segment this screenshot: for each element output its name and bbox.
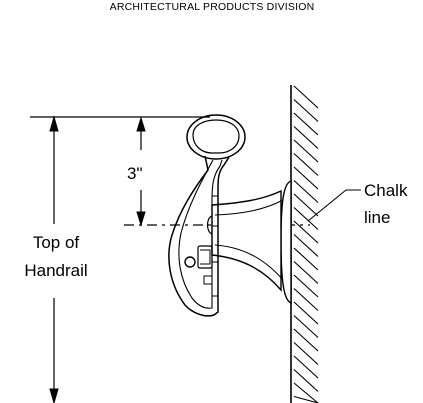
chalk-line-leader xyxy=(307,189,361,222)
top-of-label-line1: Top of xyxy=(33,233,80,252)
arrowhead-up-icon xyxy=(49,115,59,132)
arrowhead-up-icon xyxy=(136,116,146,132)
wall-hatch-line xyxy=(293,261,319,284)
chalk-label-line2: line xyxy=(364,208,390,227)
handrail-profile xyxy=(168,114,246,317)
wall-hatch-line xyxy=(293,342,319,365)
wall-hatch-line xyxy=(293,193,319,217)
wall-hatch-line xyxy=(293,382,319,403)
rail-channel-ticks xyxy=(212,195,218,297)
fastener-housing xyxy=(197,245,213,269)
wall-hatch-line xyxy=(293,220,319,244)
chalk-label-line1: Chalk xyxy=(364,181,408,200)
wall-hatch-line xyxy=(293,180,319,203)
wall-bracket xyxy=(211,180,292,305)
wall-hatch-line xyxy=(293,301,319,325)
wall-hatch-line xyxy=(293,166,319,190)
rail-body-inner xyxy=(178,159,223,309)
wall xyxy=(290,85,319,403)
wall-hatch-line xyxy=(293,126,319,149)
wall-hatch-line xyxy=(293,139,319,163)
wall-hatch-line xyxy=(293,395,319,403)
rail-top-oval-outer xyxy=(186,114,246,160)
wall-hatch-line xyxy=(293,234,319,257)
dimension-3in-label: 3" xyxy=(127,164,143,183)
wall-hatch-line xyxy=(293,315,319,338)
bracket-arm-contour xyxy=(214,199,284,216)
arrowhead-down-icon xyxy=(136,211,146,227)
wall-hatch-line xyxy=(293,207,319,230)
fastener-screw-icon xyxy=(184,256,196,268)
wall-hatch-line xyxy=(293,99,319,122)
fastener-detail xyxy=(203,275,213,285)
rail-body-outer xyxy=(168,155,230,317)
rail-notch xyxy=(206,215,213,235)
handrail-label-line2: Handrail xyxy=(24,261,87,280)
arrowhead-down-icon xyxy=(49,388,59,403)
wall-hatch-line xyxy=(293,355,319,379)
wall-hatching xyxy=(293,85,319,403)
wall-hatch-line xyxy=(293,369,319,392)
wall-hatch-line xyxy=(293,85,319,109)
bracket-flange xyxy=(280,180,292,305)
fastener-detail xyxy=(200,249,211,265)
wall-hatch-line xyxy=(293,247,319,271)
wall-hatch-line xyxy=(293,328,319,352)
wall-hatch-line xyxy=(293,112,319,136)
handrail-height-dimension xyxy=(49,115,59,403)
wall-hatch-line xyxy=(293,274,319,298)
rail-top-oval-inner xyxy=(192,119,240,154)
wall-hatch-line xyxy=(293,288,319,311)
bracket-arm-contour xyxy=(214,244,284,281)
wall-hatch-line xyxy=(293,153,319,176)
three-inch-dimension xyxy=(136,116,146,227)
division-header: ARCHITECTURAL PRODUCTS DIVISION xyxy=(110,1,315,13)
